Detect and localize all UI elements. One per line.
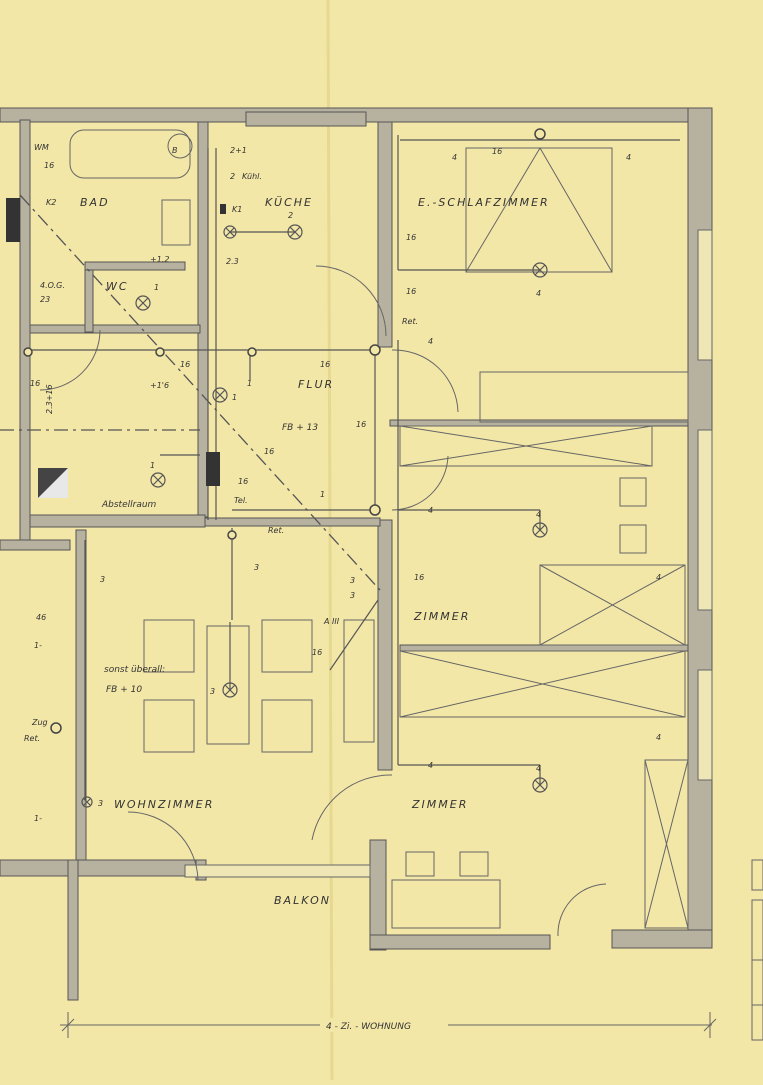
label-wm: WM: [34, 143, 49, 152]
label-ret-1: Ret.: [402, 317, 418, 326]
label-1-flur-2: 1: [247, 379, 252, 388]
dimension-label: 4 - Zi. - WOHNUNG: [326, 1022, 411, 1032]
label-4-zimmer: 4: [428, 506, 433, 515]
label-4og: 4.O.G.: [40, 281, 65, 290]
label-16-schlaf-2: 16: [406, 287, 416, 296]
room-label-flur: FLUR: [298, 378, 334, 391]
label-16-schlaf: 16: [406, 233, 416, 242]
label-2-3: 2.3: [226, 257, 239, 266]
door-swings: [39, 265, 607, 937]
junction-boxes: [23, 128, 546, 734]
label-tel: Tel.: [234, 496, 248, 505]
label-16-diag: 16: [264, 447, 274, 456]
label-16-zimmer: 16: [414, 573, 424, 582]
meter-board: [206, 452, 220, 486]
room-label-kueche: KÜCHE: [265, 196, 313, 209]
room-label-wohnzimmer: WOHNZIMMER: [114, 798, 214, 811]
label-1-flur-3: 1: [320, 490, 325, 499]
room-label-schlafzimmer: E.-SCHLAFZIMMER: [418, 196, 550, 209]
label-k2: K2: [46, 198, 56, 207]
label-16-flur-2: 16: [320, 360, 330, 369]
room-label-wc: WC: [106, 280, 129, 293]
label-4-flur: 4: [428, 337, 433, 346]
label-2-3plus16: 2.3+16: [45, 384, 54, 414]
label-23: 23: [40, 295, 50, 304]
note-fb-10: FB + 10: [106, 685, 142, 695]
label-1dash-a: 1-: [34, 641, 42, 650]
label-1-wc: 1: [154, 283, 159, 292]
interior-walls: [0, 111, 689, 861]
label-3-b: 3: [350, 591, 355, 600]
label-2plus1: 2+1: [230, 146, 247, 155]
paper-fold: [326, 0, 334, 1081]
note-flur-fb: FB + 13: [282, 423, 318, 433]
wardrobes: [399, 147, 689, 929]
label-4-zimmer-2: 4: [536, 510, 541, 519]
k1-box: [220, 204, 226, 214]
label-46: 46: [36, 613, 46, 622]
label-3-wohn-3: 3: [98, 799, 103, 808]
label-3-flur: 3: [254, 563, 259, 572]
label-1dash-b: 1-: [34, 814, 42, 823]
label-k1: K1: [232, 205, 242, 214]
label-3-wohn-2: 3: [100, 575, 105, 584]
label-2-kuehl: 2: [230, 172, 235, 181]
label-4-schlaf-2: 4: [626, 153, 631, 162]
wiring: [0, 135, 680, 800]
room-label-balkon: BALKON: [274, 894, 331, 907]
label-4-zimmer-4: 4: [656, 733, 661, 742]
label-2-kueche: 2: [288, 211, 293, 220]
shower: [161, 199, 191, 246]
label-zug: Zug: [31, 718, 48, 727]
label-4-zimmer-6: 4: [536, 764, 541, 773]
label-3-wohn: 3: [210, 687, 215, 696]
note-sonst: sonst überall:: [104, 665, 165, 675]
room-label-bad: BAD: [80, 196, 110, 209]
label-4-schlaf-3: 4: [536, 289, 541, 298]
label-16-tel: 16: [238, 477, 248, 486]
room-label-abstellraum: Abstellraum: [101, 500, 157, 510]
label-16-schlaf-top: 16: [492, 147, 502, 156]
label-16-flur-3: 16: [356, 420, 366, 429]
label-a3: A III: [323, 617, 340, 626]
label-1-flur: 1: [232, 393, 237, 402]
label-16-wm: 16: [44, 161, 54, 170]
furniture: [38, 468, 647, 929]
label-1-abstell: 1: [150, 461, 155, 470]
label-4-schlaf-1: 4: [452, 153, 457, 162]
label-ret-3: Ret.: [24, 734, 40, 743]
label-16-left: 16: [30, 379, 40, 388]
ceiling-lights: [81, 224, 548, 808]
label-1plus2: +1.2: [150, 255, 169, 264]
label-ret-2: Ret.: [268, 526, 284, 535]
label-16-wohn: 16: [312, 648, 322, 657]
label-b: B: [172, 146, 178, 155]
label-16-flur: 16: [180, 360, 190, 369]
room-label-zimmer-mid: ZIMMER: [413, 610, 470, 623]
distribution-board: [6, 198, 20, 242]
windows: [184, 229, 713, 878]
title-block: [751, 859, 763, 1041]
label-kuehl: Kühl.: [242, 172, 262, 181]
label-4-zimmer-5: 4: [428, 761, 433, 770]
label-1plus6: +1'6: [150, 381, 169, 390]
label-4-zimmer-3: 4: [656, 573, 661, 582]
washbasin: [167, 133, 193, 159]
label-3-a: 3: [350, 576, 355, 585]
room-label-zimmer-low: ZIMMER: [411, 798, 468, 811]
bathtub: [69, 129, 191, 179]
